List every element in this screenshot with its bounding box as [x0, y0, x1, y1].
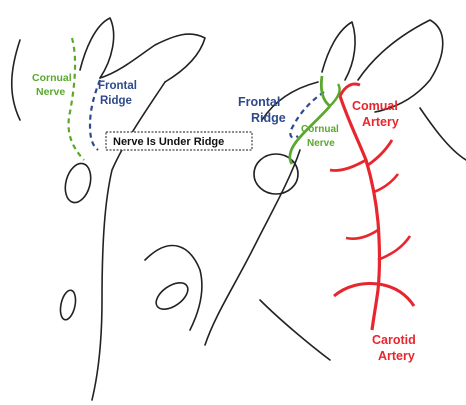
right-neck-right: [420, 108, 466, 160]
carotid-artery-label-line1: Carotid: [372, 333, 416, 347]
left-frontal-ridge-label-line1: Frontal: [98, 80, 137, 92]
artery-branch-right-upper: [368, 140, 392, 165]
left-face-contour: [92, 82, 165, 400]
left-nostril: [58, 289, 78, 321]
cornual-artery-main: [340, 96, 380, 330]
left-ear: [80, 18, 114, 78]
left-frontal-ridge-label-line2: Ridge: [100, 95, 132, 107]
left-jaw: [145, 246, 202, 330]
right-face-contour: [205, 150, 300, 345]
artery-branch-left-lower: [346, 230, 378, 239]
cornual-artery-top: [340, 84, 360, 96]
left-eye-upper: [61, 161, 95, 206]
left-eye-lower: [152, 277, 193, 314]
left-cornual-nerve-label-line1: Cornual: [32, 72, 72, 84]
nerve-under-ridge-callout: Nerve Is Under Ridge: [106, 132, 252, 150]
artery-base-right: [378, 284, 414, 306]
right-cornual-nerve-label-line1: Cornual: [301, 124, 339, 135]
left-cornual-nerve-dashed: [69, 38, 84, 160]
right-cornual-nerve-branch: [330, 84, 340, 106]
cornual-artery-label-line2: Artery: [362, 115, 399, 129]
right-ear-left: [322, 22, 355, 80]
left-cornual-nerve-label-line2: Nerve: [36, 86, 65, 98]
carotid-artery-label-line2: Artery: [378, 349, 415, 363]
nerve-under-ridge-text: Nerve Is Under Ridge: [113, 136, 224, 148]
right-head-outline: [205, 20, 466, 360]
artery-base-left: [334, 284, 378, 297]
left-forehead-line: [12, 40, 20, 120]
right-frontal-ridge-label-line2: Ridge: [251, 111, 286, 125]
right-frontal-ridge-label-line1: Frontal: [238, 95, 280, 109]
artery-branch-right-lower: [378, 236, 410, 260]
right-cornual-nerve-label-line2: Nerve: [307, 138, 335, 149]
cornual-artery-label-line1: Comual: [352, 99, 398, 113]
right-lower-jaw: [260, 300, 330, 360]
left-top-curve: [100, 34, 205, 82]
artery-branch-mid: [374, 174, 398, 192]
artery-branch-left-upper: [330, 160, 366, 171]
